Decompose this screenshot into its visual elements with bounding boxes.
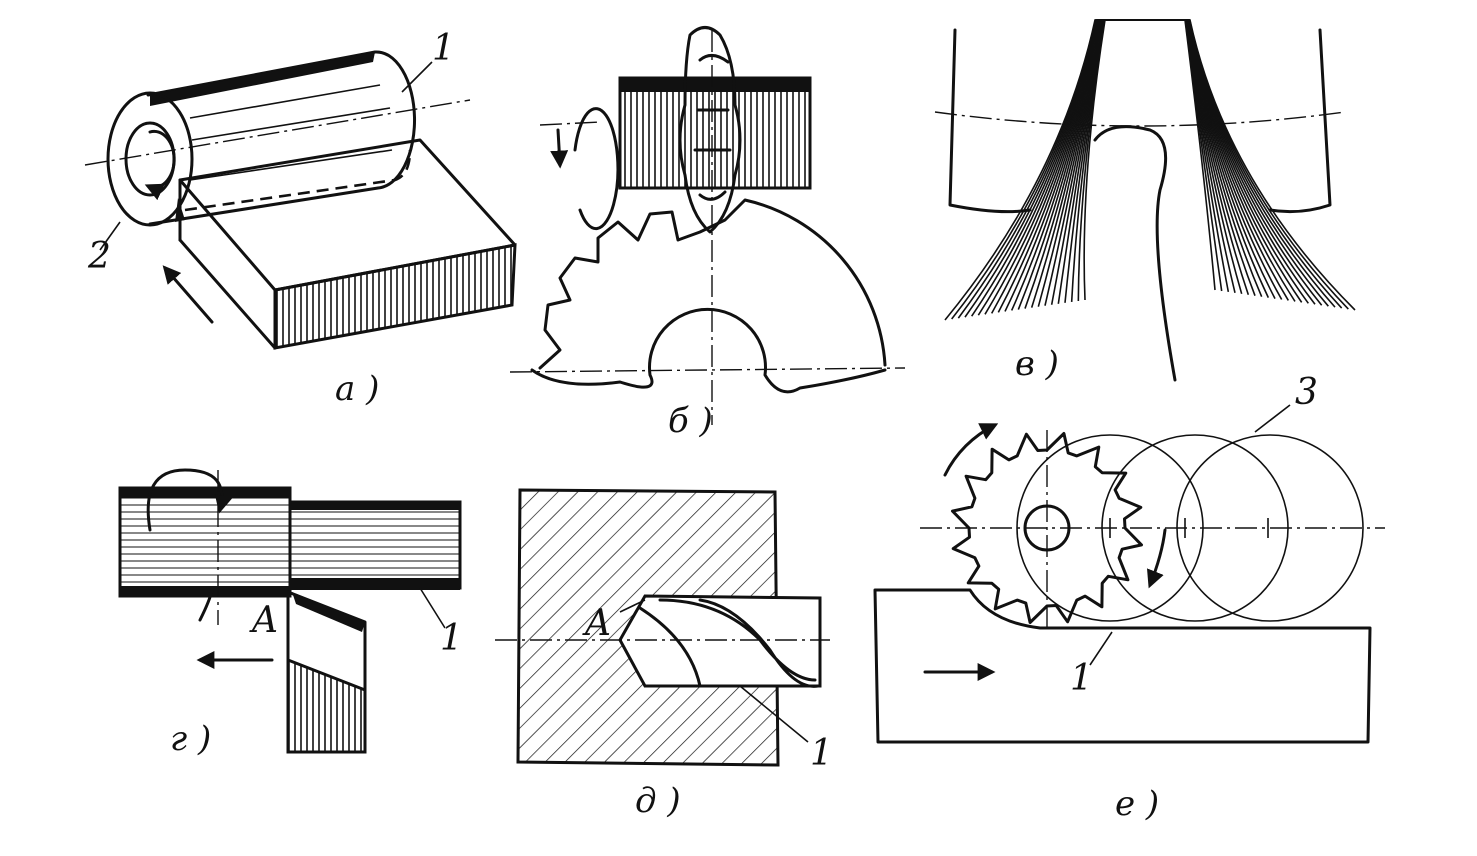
caption-a: а ) bbox=[335, 369, 379, 409]
envelope-curve bbox=[977, 19, 1323, 316]
panel-b: б ) bbox=[509, 26, 906, 441]
envelope-tooth bbox=[944, 19, 1356, 382]
caption-e: е ) bbox=[1115, 784, 1159, 824]
label-d-A: A bbox=[582, 603, 611, 644]
panel-e: 3 1 е ) bbox=[873, 372, 1385, 824]
caption-v: в ) bbox=[1015, 344, 1059, 384]
caption-g: г ) bbox=[170, 719, 211, 759]
panel-a: 1 2 а ) bbox=[84, 28, 517, 409]
panel-d: A 1 д ) bbox=[495, 488, 833, 821]
label-e-1: 1 bbox=[1070, 658, 1093, 699]
workpiece-block bbox=[178, 138, 517, 350]
caption-b: б ) bbox=[668, 401, 713, 441]
envelope-curve bbox=[971, 19, 1329, 317]
label-e-3: 3 bbox=[1295, 372, 1318, 413]
envelope-curve bbox=[1083, 19, 1216, 301]
label-d-1: 1 bbox=[810, 733, 833, 774]
hob-cutter bbox=[618, 26, 812, 234]
envelope-curve bbox=[964, 19, 1336, 318]
label-a-1: 1 bbox=[432, 28, 455, 69]
tooth-profile bbox=[1093, 125, 1177, 382]
caption-d: д ) bbox=[635, 781, 681, 821]
hob-rotation-arrow-icon bbox=[558, 107, 620, 231]
cutter-axis bbox=[84, 99, 471, 166]
lathe-tool bbox=[286, 590, 367, 754]
cylindrical-cutter bbox=[106, 50, 416, 227]
rotation-arrow-icon bbox=[144, 129, 176, 201]
gear-sector bbox=[530, 198, 887, 394]
label-g-1: 1 bbox=[440, 618, 463, 659]
panel-g: A 1 г ) bbox=[118, 468, 463, 759]
label-g-A: A bbox=[249, 600, 278, 641]
envelope-curve bbox=[957, 19, 1343, 319]
label-a-2: 2 bbox=[87, 236, 111, 277]
panel-v: в ) bbox=[934, 19, 1356, 384]
feed-arrow-icon bbox=[162, 265, 214, 324]
